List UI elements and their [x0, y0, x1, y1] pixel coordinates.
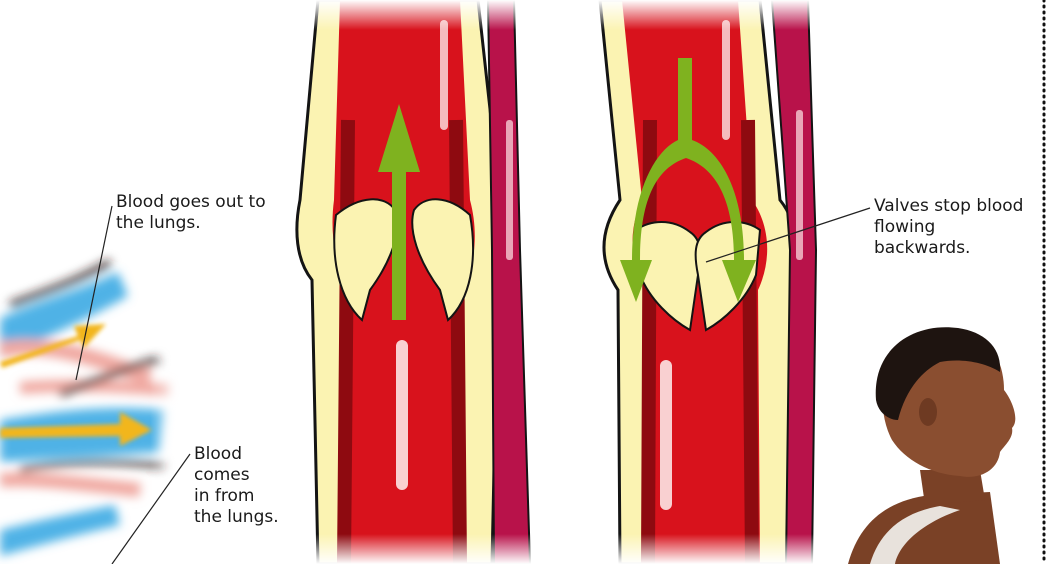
label-blood-in-line-4: the lungs.: [194, 507, 279, 528]
boy-shoulder: [848, 492, 1000, 564]
label-blood-in-line-2: comes: [194, 465, 279, 486]
label-blood-in-line-1: Blood: [194, 444, 279, 465]
lung-vessels: [0, 262, 170, 556]
lung-fade: [150, 250, 190, 564]
label-blood-out-line-2: the lungs.: [116, 213, 266, 234]
label-valves-line-3: backwards.: [874, 238, 1023, 259]
label-valves-line-2: flowing: [874, 217, 1023, 238]
label-blood-out: Blood goes out to the lungs.: [116, 192, 266, 234]
boy-profile-photo: [848, 327, 1015, 564]
label-blood-in-line-3: in from: [194, 486, 279, 507]
label-valves: Valves stop blood flowing backwards.: [874, 196, 1023, 259]
boy-ear: [919, 398, 937, 426]
label-blood-in: Blood comes in from the lungs.: [194, 444, 279, 528]
label-valves-line-1: Valves stop blood: [874, 196, 1023, 217]
artery-strip-1: [488, 0, 530, 564]
lung-vessel-lower: [0, 505, 120, 556]
label-blood-out-line-1: Blood goes out to: [116, 192, 266, 213]
